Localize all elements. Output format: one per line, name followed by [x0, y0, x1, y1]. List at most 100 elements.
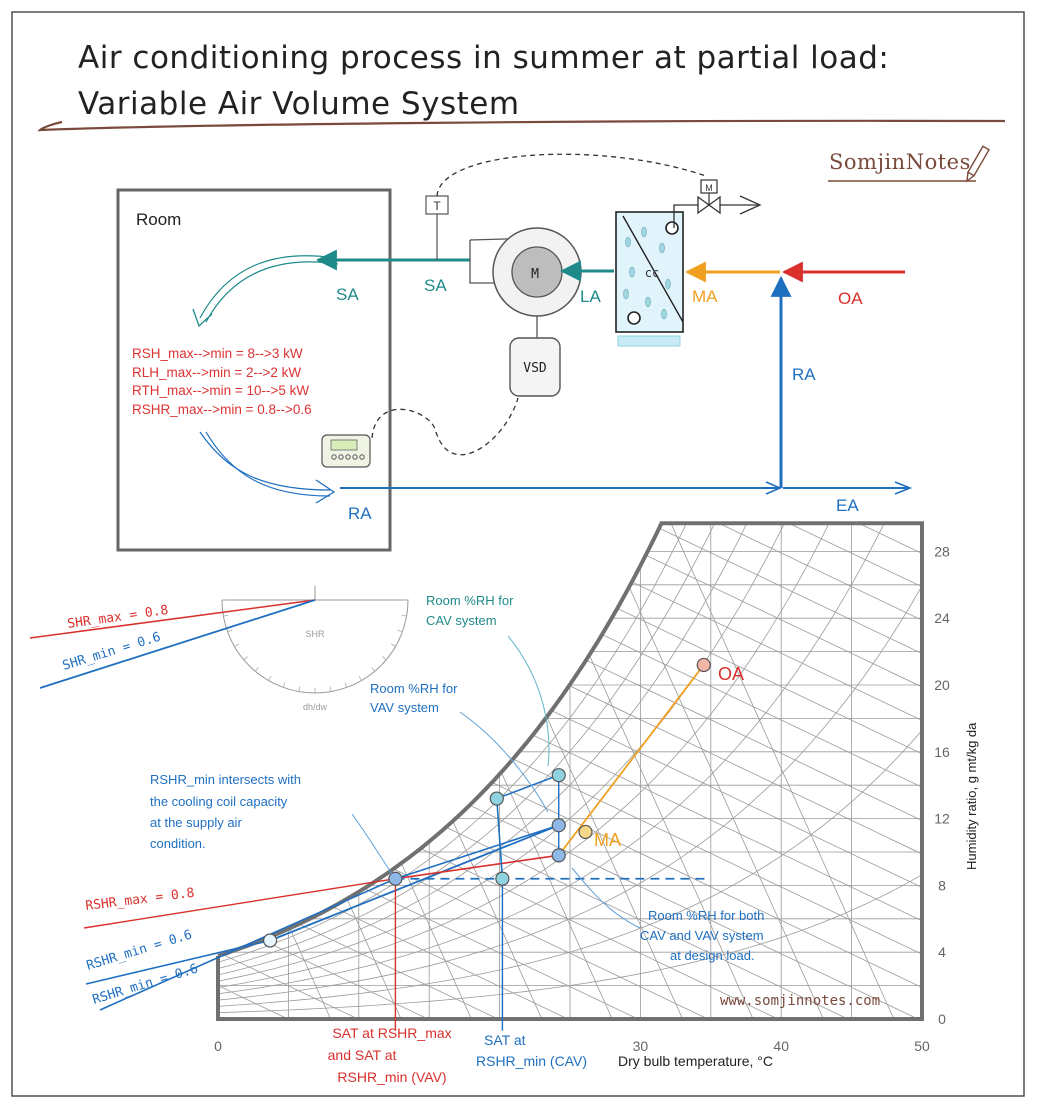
valve-actuator-box — [700, 179, 718, 194]
protractor-tick — [282, 682, 286, 688]
protractor-tick — [234, 643, 239, 647]
grid-rh-curve — [218, 874, 922, 1014]
grid-rh-curve — [218, 523, 922, 995]
x-axis-label: Dry bulb temperature, °C — [618, 1053, 773, 1069]
y-tick-label: 28 — [934, 543, 950, 559]
grid-volume-line — [668, 523, 895, 1019]
oa-ma-process-line — [558, 664, 705, 856]
annotation-rshr-intersect-line4: condition. — [150, 836, 206, 851]
ra-horizontal-arrowhead — [765, 481, 783, 495]
room-return-curve — [199, 431, 331, 491]
y-tick-label: 12 — [934, 811, 950, 827]
rshr-min-vav-line — [395, 824, 559, 880]
title-underline — [37, 119, 1006, 132]
coil-pipe — [673, 204, 758, 228]
protractor-tick — [268, 676, 272, 681]
thermostat-panel-icon — [321, 434, 371, 468]
annotation-sat-cav: SAT at RSHR_min (CAV) — [476, 1032, 587, 1069]
chart-outline — [216, 521, 924, 1021]
grid-enthalpy-line — [218, 784, 709, 1019]
room-load-rsh: RSH_max-->min = 8-->3 kW — [132, 346, 303, 361]
annotation-rshr-min-2: RSHR_min = 0.6 — [91, 961, 200, 1007]
shr-min-line — [39, 599, 316, 689]
grid-rh-curve — [218, 585, 922, 1001]
grid-rh-curve — [218, 523, 922, 982]
annotation-rshr-max: RSHR_max = 0.8 — [85, 886, 196, 914]
ra-vertical-label: RA — [792, 365, 816, 384]
point-room-design — [551, 848, 566, 863]
point-room-cav — [551, 768, 566, 783]
pipe-arrowhead — [739, 195, 762, 215]
outer-border — [11, 11, 1025, 1097]
annotation-sat-cav-line2: RSHR_min (CAV) — [476, 1053, 587, 1069]
protractor-tick — [371, 667, 376, 672]
protractor-tick — [223, 614, 229, 617]
valve-icon — [697, 195, 721, 215]
protractor-tick — [298, 686, 301, 692]
vsd-label: VSD — [523, 361, 547, 376]
y-tick-label: 0 — [938, 1011, 946, 1027]
x-tick-label: 40 — [773, 1038, 789, 1054]
y-tick-label: 24 — [934, 610, 950, 626]
annotation-rshr-intersect: RSHR_min intersects with the cooling coi… — [150, 772, 301, 851]
point-room-vav — [489, 791, 504, 806]
ra-room-label: RA — [348, 504, 372, 523]
grid-rh-curve — [218, 523, 922, 988]
grid-enthalpy-line — [218, 951, 359, 1019]
oa-label: OA — [838, 289, 863, 308]
grid-volume-line — [597, 523, 824, 1019]
y-tick-label: 8 — [938, 877, 946, 893]
sa-room-label: SA — [336, 285, 359, 304]
protractor-tick — [358, 676, 362, 681]
ea-label: EA — [836, 496, 859, 515]
rshr-min-extension-2 — [99, 877, 396, 1011]
y-tick-label: 20 — [934, 677, 950, 693]
annotation-sat-max-line3: RSHR_min (VAV) — [337, 1069, 446, 1085]
annotation-room-rh-vav: Room %RH for VAV system — [370, 681, 458, 715]
protractor-tick — [329, 686, 332, 692]
annotation-room-rh-cav-line2: CAV system — [426, 613, 497, 628]
website-label: www.somjinnotes.com — [720, 993, 880, 1009]
grid-rh-curve — [218, 523, 922, 976]
y-tick-label: 16 — [934, 744, 950, 760]
shr-max-label: SHR_max = 0.8 — [66, 603, 169, 632]
shr-center-label: SHR — [305, 629, 325, 639]
protractor-tick — [382, 656, 387, 661]
protractor-tick — [227, 629, 233, 633]
grid-enthalpy-line — [218, 523, 922, 1019]
point-oa — [696, 657, 711, 673]
room-load-rlh: RLH_max-->min = 2-->2 kW — [132, 364, 302, 380]
rshr-max-extension — [83, 878, 396, 929]
room-supply-arrowhead — [192, 308, 213, 328]
grid-enthalpy-line — [218, 523, 922, 1019]
supply-fan-icon — [469, 227, 582, 317]
ma-point-label: MA — [594, 830, 621, 850]
annotation-room-rh-cav-leader — [507, 635, 550, 767]
vsd-box — [509, 337, 561, 397]
protractor-tick — [401, 614, 407, 617]
shr-protractor — [221, 586, 409, 694]
annotation-room-rh-cav: Room %RH for CAV system — [426, 593, 514, 628]
annotation-rshr-intersect-leader — [351, 813, 393, 875]
oa-point-label: OA — [718, 664, 744, 684]
grid-enthalpy-line — [218, 523, 922, 1019]
grid-rh-curve — [218, 730, 922, 1007]
cav-coil-line — [495, 798, 504, 879]
room-return-arrowhead — [315, 479, 336, 504]
annotation-room-rh-vav-line1: Room %RH for — [370, 681, 458, 696]
ma-label: MA — [692, 287, 718, 306]
grid-enthalpy-line — [218, 985, 289, 1019]
x-tick-label: 0 — [214, 1038, 222, 1054]
y-tick-label: 4 — [938, 944, 946, 960]
shr-bottom-label: dh/dw — [303, 702, 328, 712]
protractor-tick — [397, 629, 403, 633]
shr-min-label: SHR_min = 0.6 — [61, 630, 163, 674]
thermostat-label: T — [433, 199, 441, 213]
rshr-max-room-line — [395, 854, 559, 880]
shr-max-line — [29, 599, 316, 639]
room-label: Room — [136, 210, 182, 229]
annotation-room-rh-cav-line1: Room %RH for — [426, 593, 514, 608]
coil-label: cc — [645, 266, 659, 280]
room-box — [116, 188, 392, 552]
